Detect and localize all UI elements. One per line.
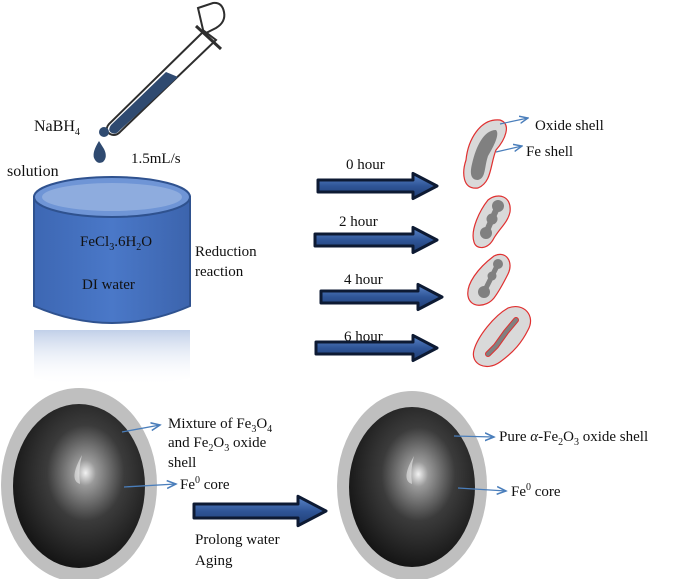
beaker: [33, 176, 191, 324]
reaction-label-line2: reaction: [195, 264, 244, 280]
particle-6-hour: [472, 306, 532, 367]
flow-rate-label: 1.5mL/s: [131, 151, 181, 167]
aging-label-line1: Prolong water: [195, 532, 280, 548]
time-arrow-2: [319, 282, 444, 312]
beaker-solvent-label: DI water: [82, 277, 135, 293]
beaker-salt-label: FeCl3.6H2O: [80, 234, 153, 253]
right-core-label: Fe0 core: [511, 482, 561, 501]
fe-shell-label: Fe shell: [526, 144, 574, 160]
left-core-label: Fe0 core: [180, 475, 230, 494]
timepoint-label-0: 0 hour: [346, 157, 385, 173]
right-core-shell-sphere: [337, 391, 487, 579]
aging-arrow: [192, 494, 328, 528]
right-core-pointer: [457, 488, 506, 491]
timepoint-label-2: 4 hour: [344, 272, 383, 288]
left-shell-label-line2: and Fe2O3 oxide: [168, 435, 267, 454]
right-shell-pointer: [453, 436, 494, 437]
reagent-label: NaBH4: [34, 118, 80, 139]
left-core-shell-sphere: [1, 388, 157, 579]
time-arrow-1: [313, 225, 439, 255]
aging-label-line2: Aging: [195, 553, 233, 569]
particle-4-hour: [467, 253, 511, 306]
time-arrow-0: [316, 171, 439, 201]
particle-0-hour: [463, 119, 507, 189]
particle-2-hour: [472, 195, 511, 249]
left-shell-label-line3: shell: [168, 455, 197, 471]
dropper-icon: [99, 1, 226, 137]
reagent-solution-label: solution: [7, 163, 59, 180]
left-shell-pointer: [121, 425, 160, 433]
left-shell-label-line1: Mixture of Fe3O4: [168, 416, 273, 435]
droplet-icon: [93, 141, 106, 163]
timepoint-label-3: 6 hour: [344, 329, 383, 345]
fe-shell-pointer: [495, 146, 522, 153]
time-arrow-3: [314, 333, 439, 363]
oxide-shell-pointer: [499, 118, 528, 125]
timepoint-label-1: 2 hour: [339, 214, 378, 230]
oxide-shell-label: Oxide shell: [535, 118, 604, 134]
left-core-pointer: [123, 484, 176, 487]
right-shell-label: Pure α-Fe2O3 oxide shell: [499, 429, 649, 448]
beaker-reflection: [34, 330, 190, 387]
reaction-label-line1: Reduction: [195, 244, 257, 260]
